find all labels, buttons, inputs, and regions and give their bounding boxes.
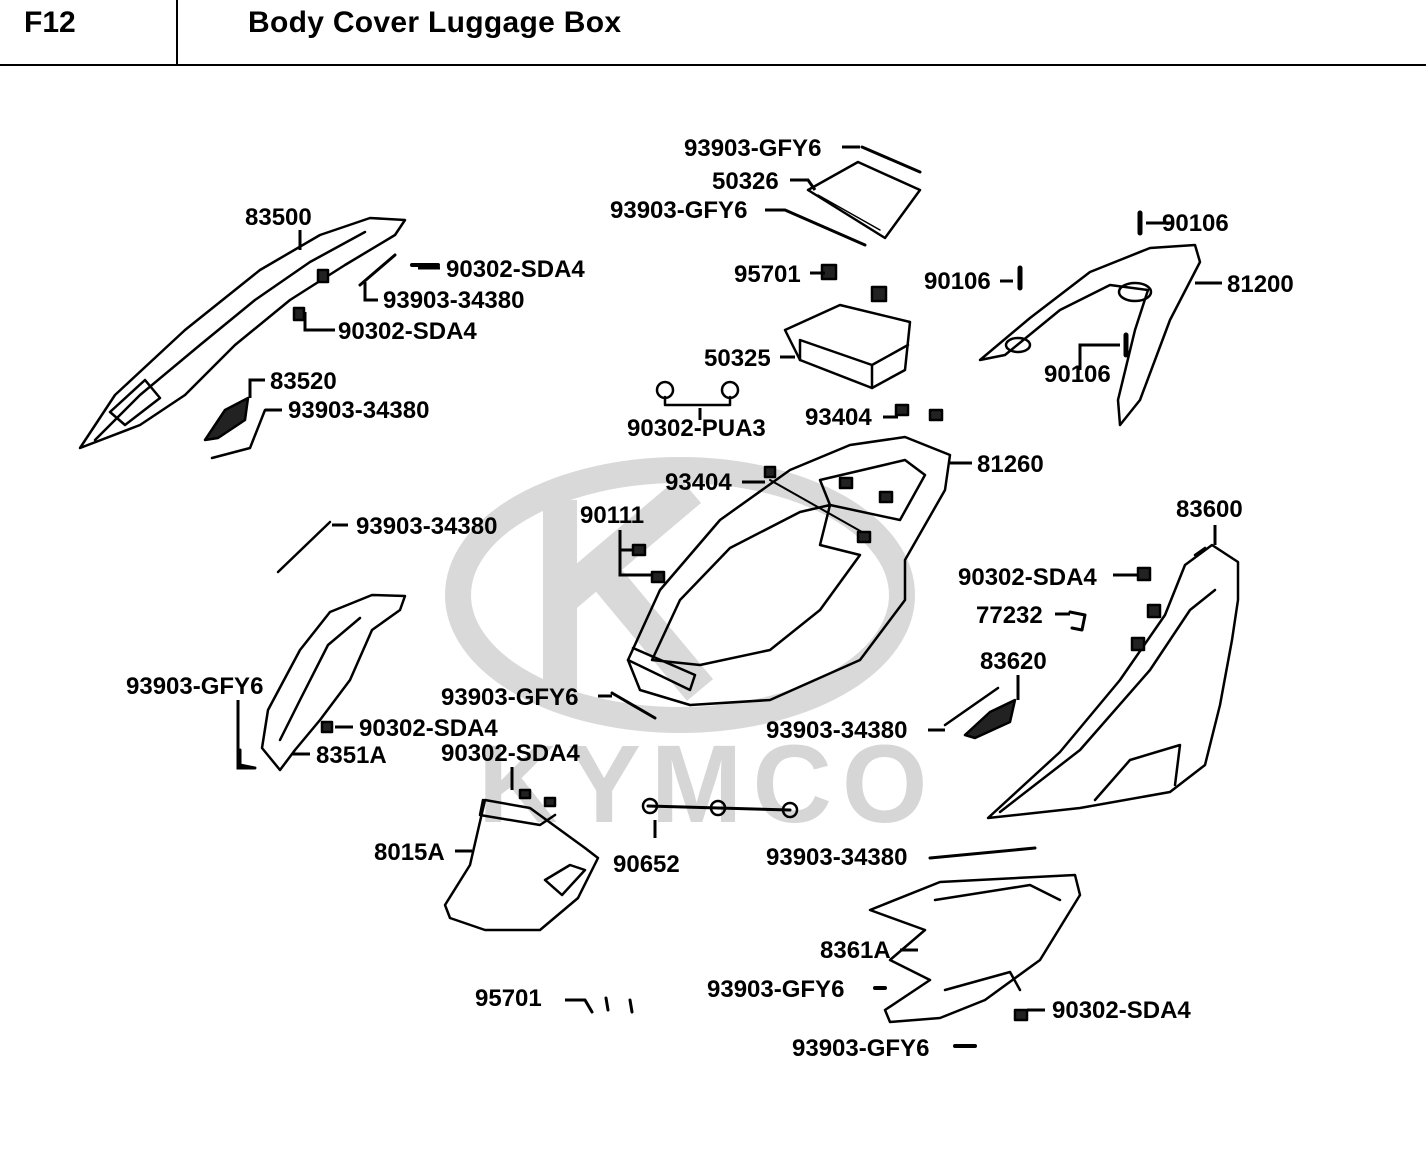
part-label: 50326: [712, 168, 779, 195]
page-header: F12 Body Cover Luggage Box: [0, 0, 1426, 66]
part-label: 90302-SDA4: [441, 740, 580, 767]
part-81200-drawing: [978, 243, 1202, 427]
part-label: 50325: [704, 345, 771, 372]
part-label: 83500: [245, 204, 312, 231]
part-label: 93404: [665, 469, 732, 496]
part-label: 95701: [734, 261, 801, 288]
part-label: 83620: [980, 648, 1047, 675]
part-label: 90302-SDA4: [958, 564, 1097, 591]
part-8361A-drawing: [868, 873, 1082, 1024]
leader-lines: [236, 145, 1222, 1012]
part-label: 93903-34380: [356, 513, 497, 540]
part-8351A-drawing: [260, 593, 407, 772]
part-label: 8361A: [820, 937, 891, 964]
header-separator: [176, 0, 178, 66]
part-label: 93903-GFY6: [126, 673, 263, 700]
part-label: 93903-34380: [766, 844, 907, 871]
part-label: 83600: [1176, 496, 1243, 523]
part-label: 90111: [580, 502, 644, 529]
part-label: 8351A: [316, 742, 387, 769]
part-83620-drawing: [963, 698, 1017, 740]
part-label: 95701: [475, 985, 542, 1012]
part-label: 81260: [977, 451, 1044, 478]
part-label: 90652: [613, 851, 680, 878]
part-label: 8015A: [374, 839, 445, 866]
part-label: 93903-GFY6: [610, 197, 747, 224]
part-label: 90302-SDA4: [446, 256, 585, 283]
part-label: 93903-GFY6: [441, 684, 578, 711]
header-rule: [0, 64, 1426, 66]
part-8015A-drawing: [443, 798, 600, 932]
part-label: 90106: [924, 268, 991, 295]
part-label: 93903-34380: [383, 287, 524, 314]
part-label: 77232: [976, 602, 1043, 629]
part-label: 93903-GFY6: [684, 135, 821, 162]
part-83600-drawing: [986, 543, 1240, 820]
part-label: 90302-SDA4: [1052, 997, 1191, 1024]
part-label: 93903-34380: [766, 717, 907, 744]
part-label: 83520: [270, 368, 337, 395]
part-50325-drawing: [783, 303, 912, 390]
part-label: 93903-GFY6: [792, 1035, 929, 1062]
figure-code: F12: [24, 6, 76, 39]
part-label: 90106: [1162, 210, 1229, 237]
part-label: 93404: [805, 404, 872, 431]
part-label: 93903-34380: [288, 397, 429, 424]
part-label: 93903-GFY6: [707, 976, 844, 1003]
page-title: Body Cover Luggage Box: [248, 6, 622, 39]
part-label: 90302-SDA4: [338, 318, 477, 345]
part-50326-drawing: [806, 160, 922, 240]
part-83500-drawing: [78, 216, 407, 450]
part-83520-drawing: [203, 396, 250, 442]
part-label: 90302-PUA3: [627, 415, 766, 442]
part-label: 81200: [1227, 271, 1294, 298]
part-81260-drawing: [626, 435, 952, 707]
kymco-watermark: [445, 457, 915, 733]
part-label: 90106: [1044, 361, 1111, 388]
part-label: 90302-SDA4: [359, 715, 498, 742]
part-labels: 93903-GFY6 50326 93903-GFY6 83500 90302-…: [126, 135, 1294, 1062]
